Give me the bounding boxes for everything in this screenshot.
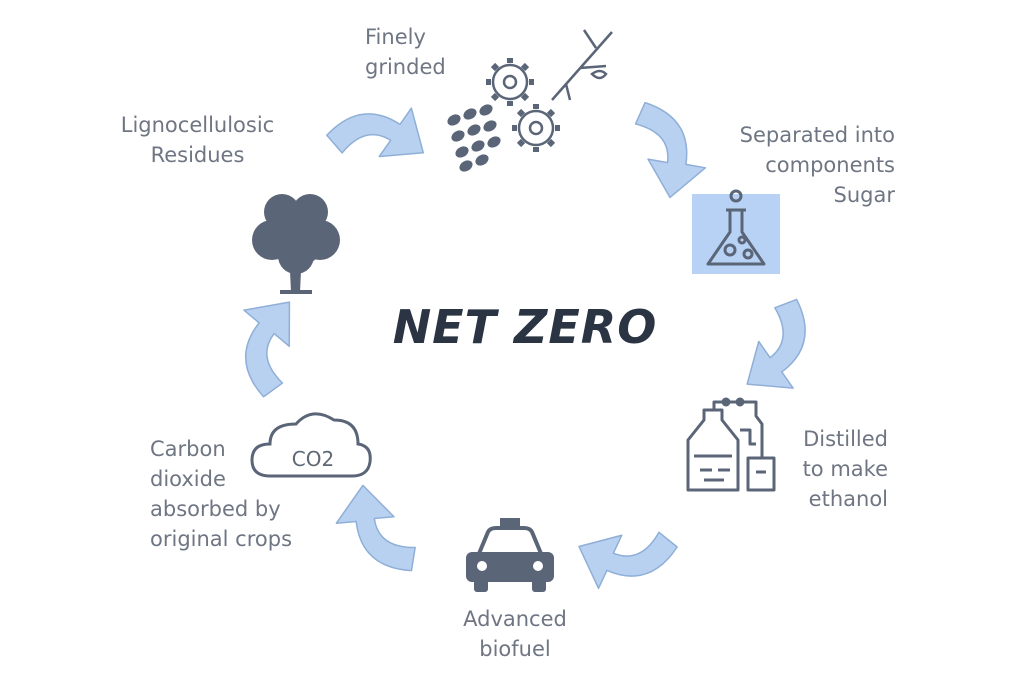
car-icon bbox=[466, 518, 554, 592]
label-line: Separated into bbox=[739, 123, 895, 147]
label-line: grinded bbox=[365, 55, 446, 79]
cycle-arrow-6 bbox=[240, 301, 299, 399]
step-label-carbon-dioxide: Carbon dioxide absorbed by original crop… bbox=[150, 434, 292, 554]
label-line: Advanced bbox=[463, 607, 567, 631]
cycle-arrow-2 bbox=[616, 93, 711, 199]
label-line: dioxide bbox=[150, 467, 226, 491]
label-line: Sugar bbox=[833, 183, 895, 207]
label-line: Carbon bbox=[150, 437, 226, 461]
label-line: original crops bbox=[150, 527, 293, 551]
gears-seeds-branch-icon bbox=[486, 29, 613, 152]
step-label-advanced-biofuel: Advanced biofuel bbox=[440, 604, 590, 664]
cloud-icon bbox=[250, 412, 372, 478]
label-line: Finely bbox=[365, 25, 426, 49]
step-label-finely-grinded: Finely grinded bbox=[365, 22, 446, 82]
flask-highlight bbox=[692, 194, 780, 274]
step-label-distilled: Distilled to make ethanol bbox=[790, 424, 888, 514]
cycle-arrow-4 bbox=[578, 514, 683, 593]
cycle-arrow-3 bbox=[746, 292, 812, 394]
label-line: components bbox=[765, 153, 895, 177]
label-line: Residues bbox=[150, 143, 245, 167]
cycle-arrow-5 bbox=[330, 484, 435, 583]
cycle-arrow-1 bbox=[323, 104, 425, 170]
seeds-icon bbox=[447, 104, 501, 172]
label-line: Distilled bbox=[803, 427, 888, 451]
distillery-icon bbox=[686, 397, 776, 492]
center-title: NET ZERO bbox=[392, 300, 658, 354]
label-line: to make bbox=[802, 457, 888, 481]
label-line: absorbed by bbox=[150, 497, 281, 521]
co2-label: CO2 bbox=[291, 447, 335, 471]
label-line: Lignocellulosic bbox=[120, 113, 275, 137]
flask-icon bbox=[706, 189, 766, 266]
label-line: ethanol bbox=[808, 487, 888, 511]
step-label-lignocellulosic: Lignocellulosic Residues bbox=[105, 110, 290, 170]
label-line: biofuel bbox=[479, 637, 551, 661]
step-label-separated: Separated into components Sugar bbox=[700, 120, 895, 210]
tree-icon bbox=[252, 194, 340, 294]
